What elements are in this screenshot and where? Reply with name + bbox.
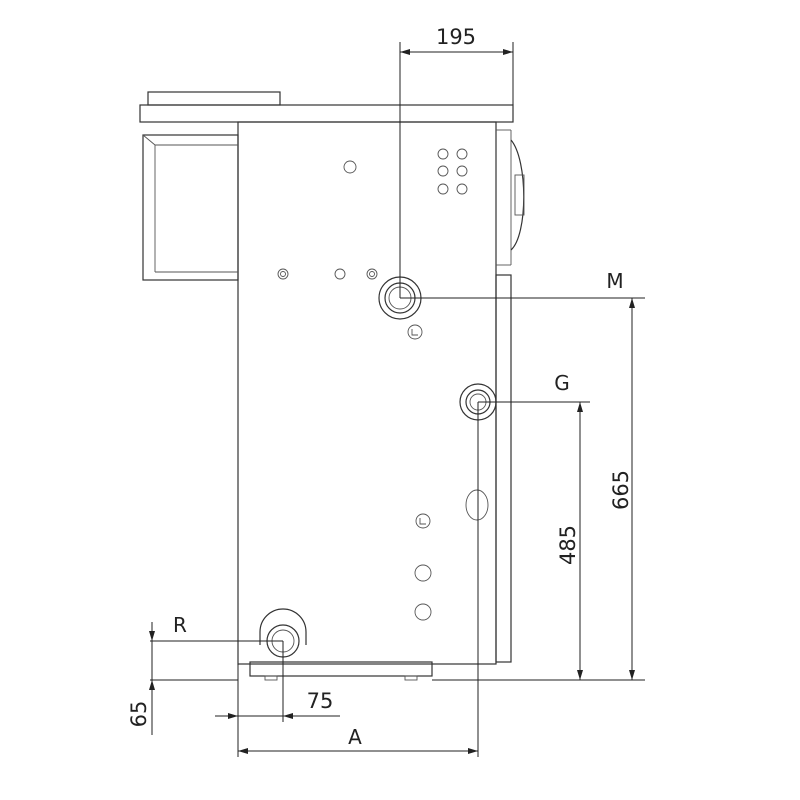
fastener-row: [277, 268, 378, 280]
indicator-hole: [343, 160, 357, 174]
pipe-connections: [259, 276, 497, 658]
unit-body: [139, 91, 525, 681]
service-port-b: [414, 603, 432, 621]
fan-housing: [510, 139, 525, 251]
top-cover: [139, 104, 514, 123]
vent-holes: [437, 148, 468, 195]
side-panel: [495, 274, 512, 663]
oval-port: [465, 489, 489, 521]
side-block: [142, 134, 239, 281]
label-r: R: [173, 613, 187, 637]
dimension-labels: 195 M G R 665 485 65 75 A: [127, 25, 633, 749]
panel-features: [277, 148, 489, 621]
label-m: M: [606, 269, 623, 293]
top-cap: [147, 91, 281, 106]
fan-hub: [514, 174, 525, 216]
sensor-port-upper: [407, 324, 423, 340]
dim-label-65: 65: [127, 701, 151, 728]
dim-label-195: 195: [436, 25, 476, 49]
dim-label-485: 485: [556, 525, 580, 565]
dimension-lines: [149, 42, 645, 757]
dim-label-a: A: [348, 725, 362, 749]
dim-label-75: 75: [307, 689, 334, 713]
cabinet-main: [237, 121, 497, 665]
service-port-a: [414, 564, 432, 582]
sensor-port-lower: [415, 513, 431, 529]
label-g: G: [554, 371, 570, 395]
base-plate: [249, 661, 433, 677]
dim-label-665: 665: [609, 470, 633, 510]
